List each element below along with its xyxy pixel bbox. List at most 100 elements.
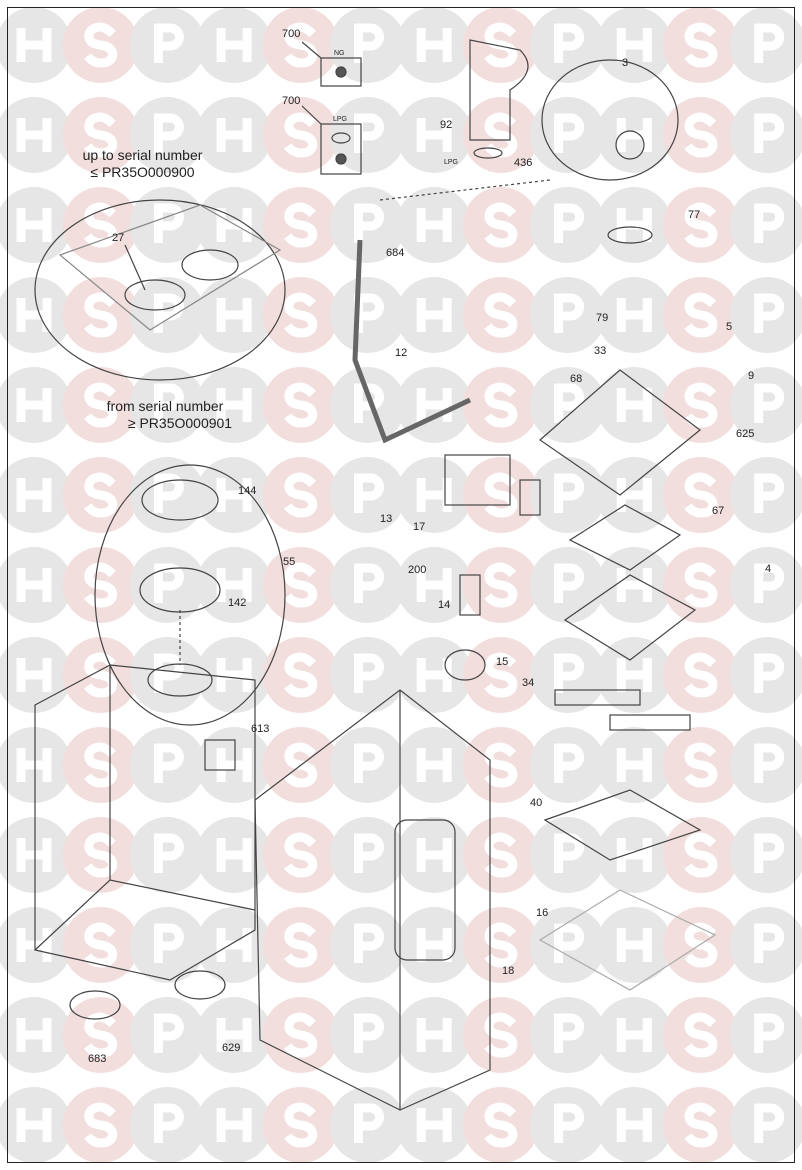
watermark-letter-s-icon bbox=[284, 832, 318, 878]
watermark-letter-p-icon bbox=[754, 563, 785, 603]
watermark-letter-s-icon bbox=[484, 1102, 518, 1148]
watermark-letter-p-icon bbox=[354, 923, 384, 963]
watermark-letter-p-icon bbox=[554, 23, 585, 63]
watermark-letter-h-icon bbox=[416, 388, 452, 422]
part-label: 4 bbox=[765, 563, 772, 575]
watermark-letter-h-icon bbox=[16, 1108, 52, 1142]
part-label: 18 bbox=[502, 965, 515, 977]
watermark-letter-s-icon bbox=[484, 292, 518, 338]
part-label: 40 bbox=[530, 797, 543, 809]
note-line: up to serial number bbox=[82, 147, 203, 163]
watermark-letter-s-icon bbox=[284, 472, 318, 518]
watermark-letter-h-icon bbox=[616, 1018, 652, 1052]
watermark-letter-p-icon bbox=[153, 743, 184, 783]
watermark-letter-h-icon bbox=[16, 748, 52, 782]
part-label: 55 bbox=[283, 556, 296, 568]
watermark-letter-s-icon bbox=[484, 382, 518, 428]
part-label: 5 bbox=[726, 321, 733, 333]
watermark-letter-s-icon bbox=[284, 202, 318, 248]
watermark-letter-p-icon bbox=[554, 833, 585, 873]
watermark-letter-h-icon bbox=[416, 838, 452, 872]
watermark-letter-p-icon bbox=[153, 653, 184, 693]
watermark-letter-s-icon bbox=[484, 112, 518, 158]
watermark-letter-p-icon bbox=[354, 23, 384, 63]
watermark-letter-p-icon bbox=[554, 1013, 585, 1053]
watermark-letter-s-icon bbox=[84, 922, 118, 968]
watermark-letter-h-icon bbox=[616, 1108, 652, 1142]
part-label: 77 bbox=[688, 209, 701, 221]
part-label: 9 bbox=[748, 370, 755, 382]
watermark-letter-h-icon bbox=[616, 568, 652, 602]
inset-circle-early bbox=[34, 199, 286, 381]
watermark-letter-p-icon bbox=[754, 1103, 785, 1143]
watermark-letter-s-icon bbox=[84, 22, 118, 68]
watermark-letter-s-icon bbox=[484, 562, 518, 608]
part-label: 3 bbox=[622, 57, 629, 69]
watermark-letter-p-icon bbox=[354, 653, 384, 693]
note-line: from serial number bbox=[106, 398, 224, 414]
watermark-letter-p-icon bbox=[153, 923, 184, 963]
watermark-letter-s-icon bbox=[684, 292, 718, 338]
watermark-letter-h-icon bbox=[216, 568, 252, 602]
watermark-letter-s-icon bbox=[84, 112, 118, 158]
watermark-letter-p-icon bbox=[554, 563, 585, 603]
watermark-letter-s-icon bbox=[684, 652, 718, 698]
watermark-letter-s-icon bbox=[284, 922, 318, 968]
watermark-letter-s-icon bbox=[684, 922, 718, 968]
diagram-border bbox=[7, 7, 795, 1163]
watermark-letter-p-icon bbox=[153, 383, 184, 423]
gas-valve bbox=[444, 454, 511, 506]
watermark-letter-h-icon bbox=[416, 298, 452, 332]
watermark-letter-h-icon bbox=[16, 838, 52, 872]
watermark-letter-p-icon bbox=[554, 743, 585, 783]
part-label: 700 bbox=[282, 28, 301, 40]
watermark-letter-h-icon bbox=[216, 1018, 252, 1052]
part-label: 13 bbox=[380, 513, 393, 525]
watermark-letter-h-icon bbox=[216, 298, 252, 332]
watermark-letter-h-icon bbox=[216, 1108, 252, 1142]
watermark-letter-s-icon bbox=[484, 472, 518, 518]
watermark-letter-h-icon bbox=[216, 658, 252, 692]
watermark-letter-h-icon bbox=[416, 118, 452, 152]
note-serial: ≤ PR35O000900 bbox=[90, 164, 195, 180]
watermark-letter-p-icon bbox=[754, 293, 785, 333]
watermark-letter-s-icon bbox=[84, 202, 118, 248]
part-label: 27 bbox=[112, 232, 125, 244]
note-serial: ≥ PR35O000901 bbox=[127, 415, 233, 431]
watermark-letter-h-icon bbox=[16, 118, 52, 152]
watermark-letter-p-icon bbox=[754, 1013, 785, 1053]
watermark-letter-s-icon bbox=[284, 22, 318, 68]
watermark-letter-p-icon bbox=[354, 1103, 384, 1143]
gas-pipe bbox=[352, 239, 472, 444]
watermark-letter-h-icon bbox=[616, 478, 652, 512]
lpg-injector-box bbox=[320, 123, 362, 175]
air-duct bbox=[469, 39, 529, 141]
watermark-letter-p-icon bbox=[354, 203, 384, 243]
part-label: 613 bbox=[251, 723, 270, 735]
watermark-letter-h-icon bbox=[16, 928, 52, 962]
part-label: 14 bbox=[438, 599, 451, 611]
frame-40 bbox=[543, 789, 702, 861]
watermark-letter-p-icon bbox=[554, 923, 585, 963]
part-label: 625 bbox=[736, 428, 755, 440]
watermark-letter-p-icon bbox=[554, 383, 585, 423]
watermark-letter-s-icon bbox=[84, 832, 118, 878]
watermark-letter-p-icon bbox=[153, 473, 184, 513]
note-from-serial: from serial number ≥ PR35O000901 bbox=[80, 398, 250, 432]
watermark-letter-s-icon bbox=[684, 202, 718, 248]
label-lpg-arrow: LPG bbox=[444, 159, 459, 166]
watermark-letter-h-icon bbox=[416, 1018, 452, 1052]
watermark-letter-p-icon bbox=[153, 113, 184, 153]
part-label: 67 bbox=[712, 505, 725, 517]
watermark-letter-h-icon bbox=[616, 748, 652, 782]
watermark-letter-s-icon bbox=[484, 742, 518, 788]
watermark-letter-p-icon bbox=[354, 833, 384, 873]
watermark-letter-p-icon bbox=[554, 653, 585, 693]
watermark-letter-s-icon bbox=[684, 112, 718, 158]
gasket-67 bbox=[568, 504, 682, 571]
watermark-letter-h-icon bbox=[216, 928, 252, 962]
watermark-letter-s-icon bbox=[684, 742, 718, 788]
fan-assembly bbox=[541, 59, 679, 181]
